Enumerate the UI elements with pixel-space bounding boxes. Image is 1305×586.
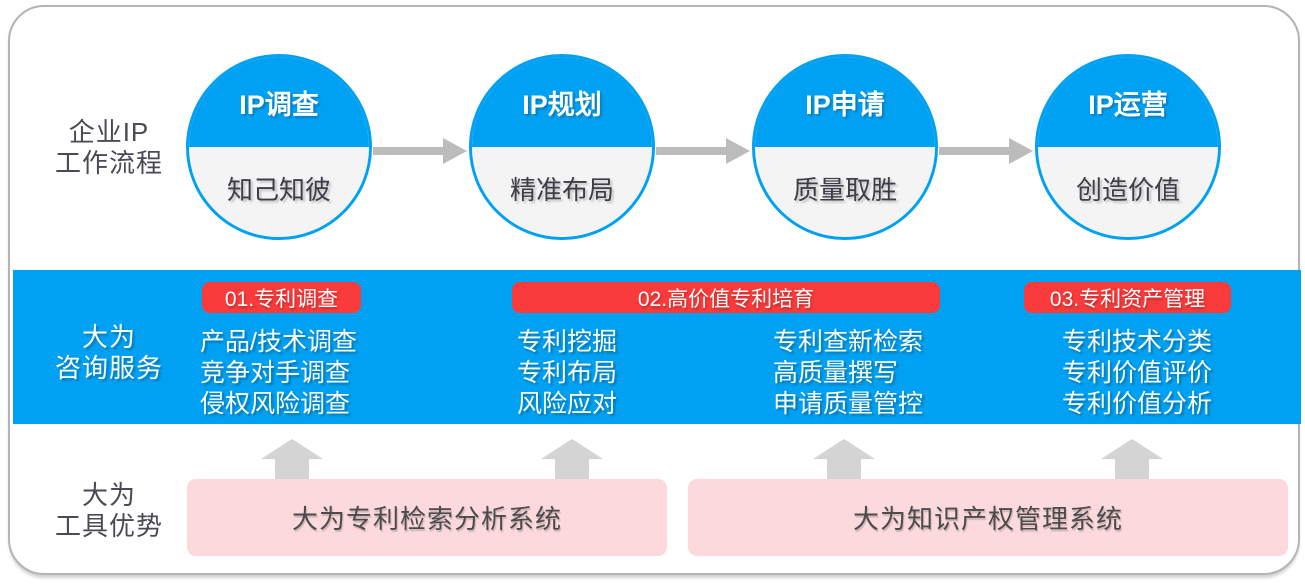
service-badge-1: 01.专利调查: [202, 282, 361, 313]
service-item: 专利价值分析: [1062, 390, 1213, 418]
workflow-row-label-line2: 工作流程: [54, 148, 163, 178]
workflow-step-circle-3: IP申请 质量取胜: [752, 54, 938, 240]
tool-box-search-system: 大为专利检索分析系统: [187, 479, 667, 556]
services-row-label-line1: 大为: [81, 322, 136, 352]
up-arrow-stem-1: [275, 458, 309, 480]
service-item: 竞争对手调查: [200, 359, 351, 387]
up-arrow-icon-4: [1101, 439, 1163, 459]
service-item: 侵权风险调查: [200, 390, 351, 418]
service-list-group2-col2: 专利查新检索 高质量撰写 申请质量管控: [773, 327, 923, 420]
services-row-label-line2: 咨询服务: [54, 353, 163, 383]
service-badge-3: 03.专利资产管理: [1024, 282, 1231, 313]
tools-row-label: 大为 工具优势: [34, 480, 184, 542]
workflow-step-circle-4: IP运营 创造价值: [1035, 54, 1221, 240]
step-1-title: IP调查: [189, 57, 369, 147]
up-arrow-icon-3: [813, 439, 875, 459]
tool-box-management-system: 大为知识产权管理系统: [688, 479, 1288, 556]
up-arrow-icon-2: [541, 439, 603, 459]
tools-row-label-line1: 大为: [81, 480, 136, 510]
service-item: 专利布局: [517, 359, 618, 387]
flow-arrow-line-3: [939, 147, 1009, 155]
step-1-subtitle: 知己知彼: [189, 147, 369, 237]
workflow-step-circle-1: IP调查 知己知彼: [186, 54, 372, 240]
tools-row-label-line2: 工具优势: [54, 511, 163, 541]
flow-arrow-line-2: [656, 147, 726, 155]
service-list-group2-col1: 专利挖掘 专利布局 风险应对: [517, 327, 617, 420]
service-item: 专利价值评价: [1062, 359, 1213, 387]
up-arrow-icon-1: [261, 439, 323, 459]
step-4-subtitle: 创造价值: [1038, 147, 1218, 237]
flow-arrow-icon-1: [443, 138, 467, 164]
flow-arrow-icon-3: [1009, 138, 1033, 164]
step-3-title: IP申请: [755, 57, 935, 147]
services-row-label: 大为 咨询服务: [34, 322, 184, 384]
step-2-subtitle: 精准布局: [472, 147, 652, 237]
flow-arrow-line-1: [373, 147, 443, 155]
workflow-row-label-line1: 企业IP: [68, 117, 150, 147]
service-item: 产品/技术调查: [200, 328, 357, 356]
outer-frame: 企业IP 工作流程 IP调查 知己知彼 IP规划 精准布局 IP申请 质量取胜 …: [8, 5, 1301, 575]
up-arrow-stem-2: [555, 458, 589, 480]
service-item: 申请质量管控: [773, 390, 924, 418]
service-badge-2: 02.高价值专利培育: [512, 282, 940, 313]
workflow-step-circle-2: IP规划 精准布局: [469, 54, 655, 240]
service-item: 专利技术分类: [1062, 328, 1213, 356]
service-item: 专利挖掘: [517, 328, 618, 356]
service-list-group1: 产品/技术调查 竞争对手调查 侵权风险调查: [200, 327, 357, 420]
service-list-group3: 专利技术分类 专利价值评价 专利价值分析: [1062, 327, 1212, 420]
workflow-row-label: 企业IP 工作流程: [34, 117, 184, 179]
up-arrow-stem-4: [1115, 458, 1149, 480]
service-item: 专利查新检索: [773, 328, 924, 356]
step-4-title: IP运营: [1038, 57, 1218, 147]
up-arrow-stem-3: [827, 458, 861, 480]
step-2-title: IP规划: [472, 57, 652, 147]
service-item: 高质量撰写: [773, 359, 899, 387]
step-3-subtitle: 质量取胜: [755, 147, 935, 237]
services-band: 大为 咨询服务 01.专利调查 02.高价值专利培育 03.专利资产管理 产品/…: [13, 270, 1301, 424]
service-item: 风险应对: [517, 390, 618, 418]
flow-arrow-icon-2: [726, 138, 750, 164]
